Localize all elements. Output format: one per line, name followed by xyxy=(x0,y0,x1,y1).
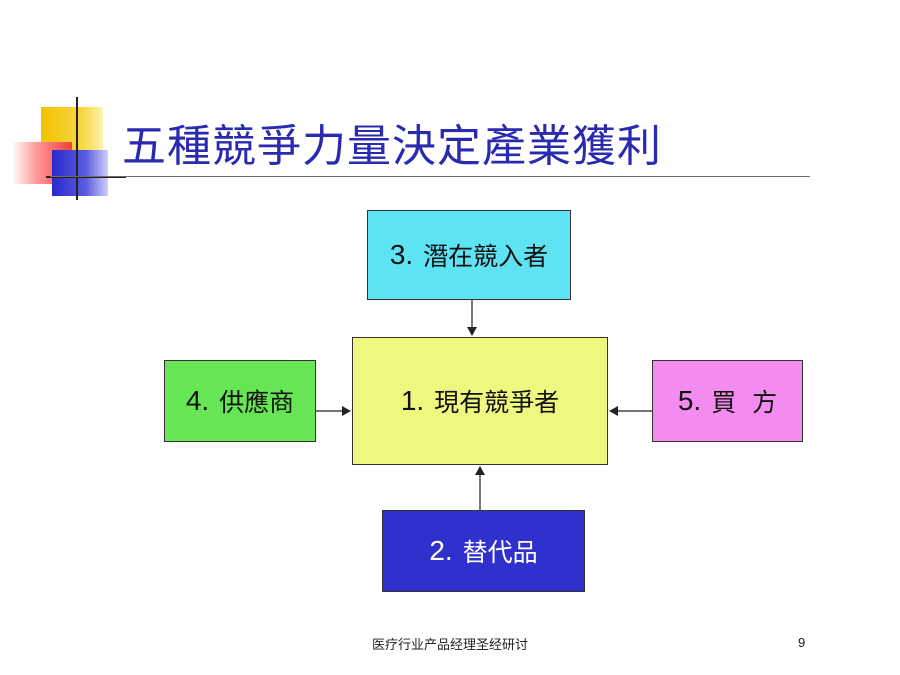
decor-blue-square xyxy=(52,150,108,196)
decor-horizontal-line xyxy=(46,176,126,178)
box-label: 買 方 xyxy=(711,388,778,417)
box-number: 3. xyxy=(389,239,414,270)
box-label: 供應商 xyxy=(219,388,295,417)
box-label: 替代品 xyxy=(462,538,538,567)
box-number: 4. xyxy=(185,385,210,416)
box-existing-competitors: 1. 現有競爭者 xyxy=(352,337,608,465)
box-substitutes: 2. 替代品 xyxy=(382,510,585,592)
box-number: 2. xyxy=(429,535,453,566)
box-potential-entrants: 3. 潛在競入者 xyxy=(367,210,571,300)
box-suppliers: 4. 供應商 xyxy=(164,360,316,442)
slide-title: 五種競爭力量決定產業獲利 xyxy=(122,121,662,172)
slide-footer: 医疗行业产品经理圣经研讨 xyxy=(371,638,528,653)
box-number: 5. xyxy=(677,385,702,416)
title-underline xyxy=(50,176,810,177)
box-buyers: 5. 買 方 xyxy=(652,360,803,442)
box-number: 1. xyxy=(400,385,425,416)
page-number: 9 xyxy=(798,635,806,650)
decor-vertical-line xyxy=(76,97,78,200)
box-label: 現有競爭者 xyxy=(434,388,560,417)
box-label: 潛在競入者 xyxy=(423,242,549,271)
